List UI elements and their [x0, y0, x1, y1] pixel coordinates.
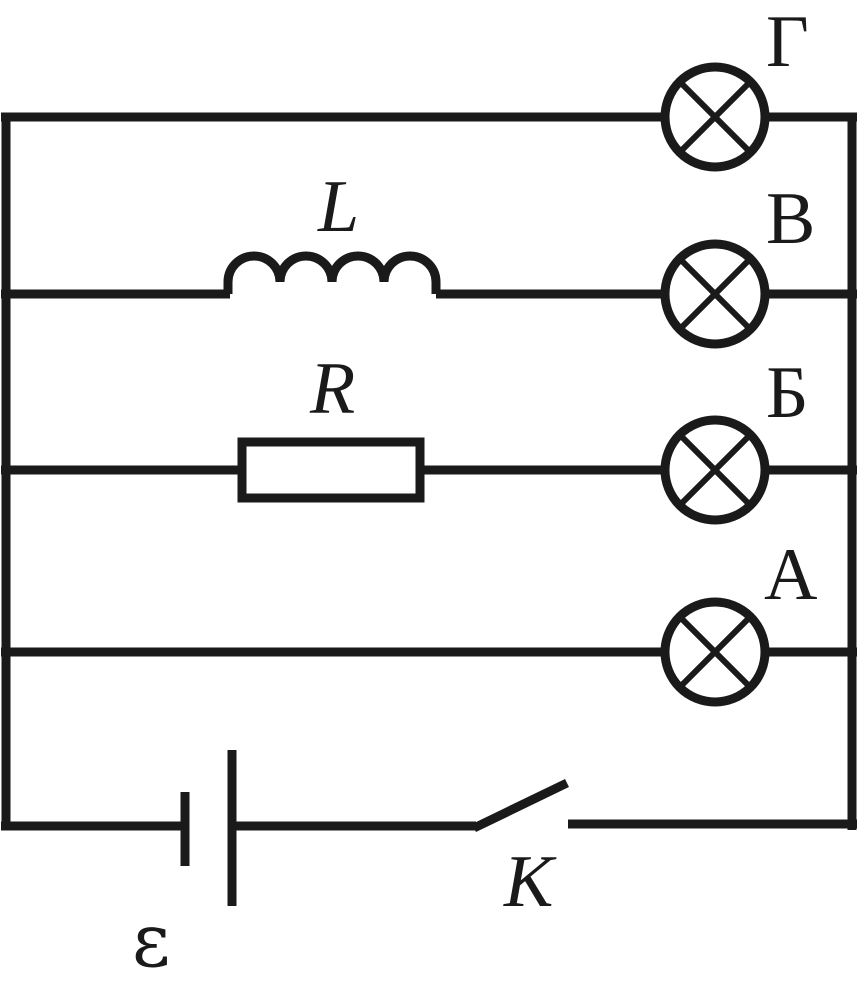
inductor-label: L	[317, 166, 359, 248]
inductor-coil	[223, 251, 441, 294]
lamp-a	[660, 597, 770, 707]
lamp-g-label: Г	[766, 1, 809, 83]
resistor-body	[237, 437, 425, 503]
lamp-g	[660, 62, 770, 172]
switch-label: K	[503, 841, 557, 923]
switch-blade	[472, 778, 569, 833]
battery-label: ε	[132, 898, 170, 984]
lamp-v-label: В	[766, 178, 815, 260]
lamp-b	[660, 415, 770, 525]
resistor-label: R	[309, 348, 355, 430]
lamp-b-label: Б	[766, 352, 809, 434]
lamp-a-label: А	[764, 534, 817, 616]
lamp-v	[660, 239, 770, 349]
